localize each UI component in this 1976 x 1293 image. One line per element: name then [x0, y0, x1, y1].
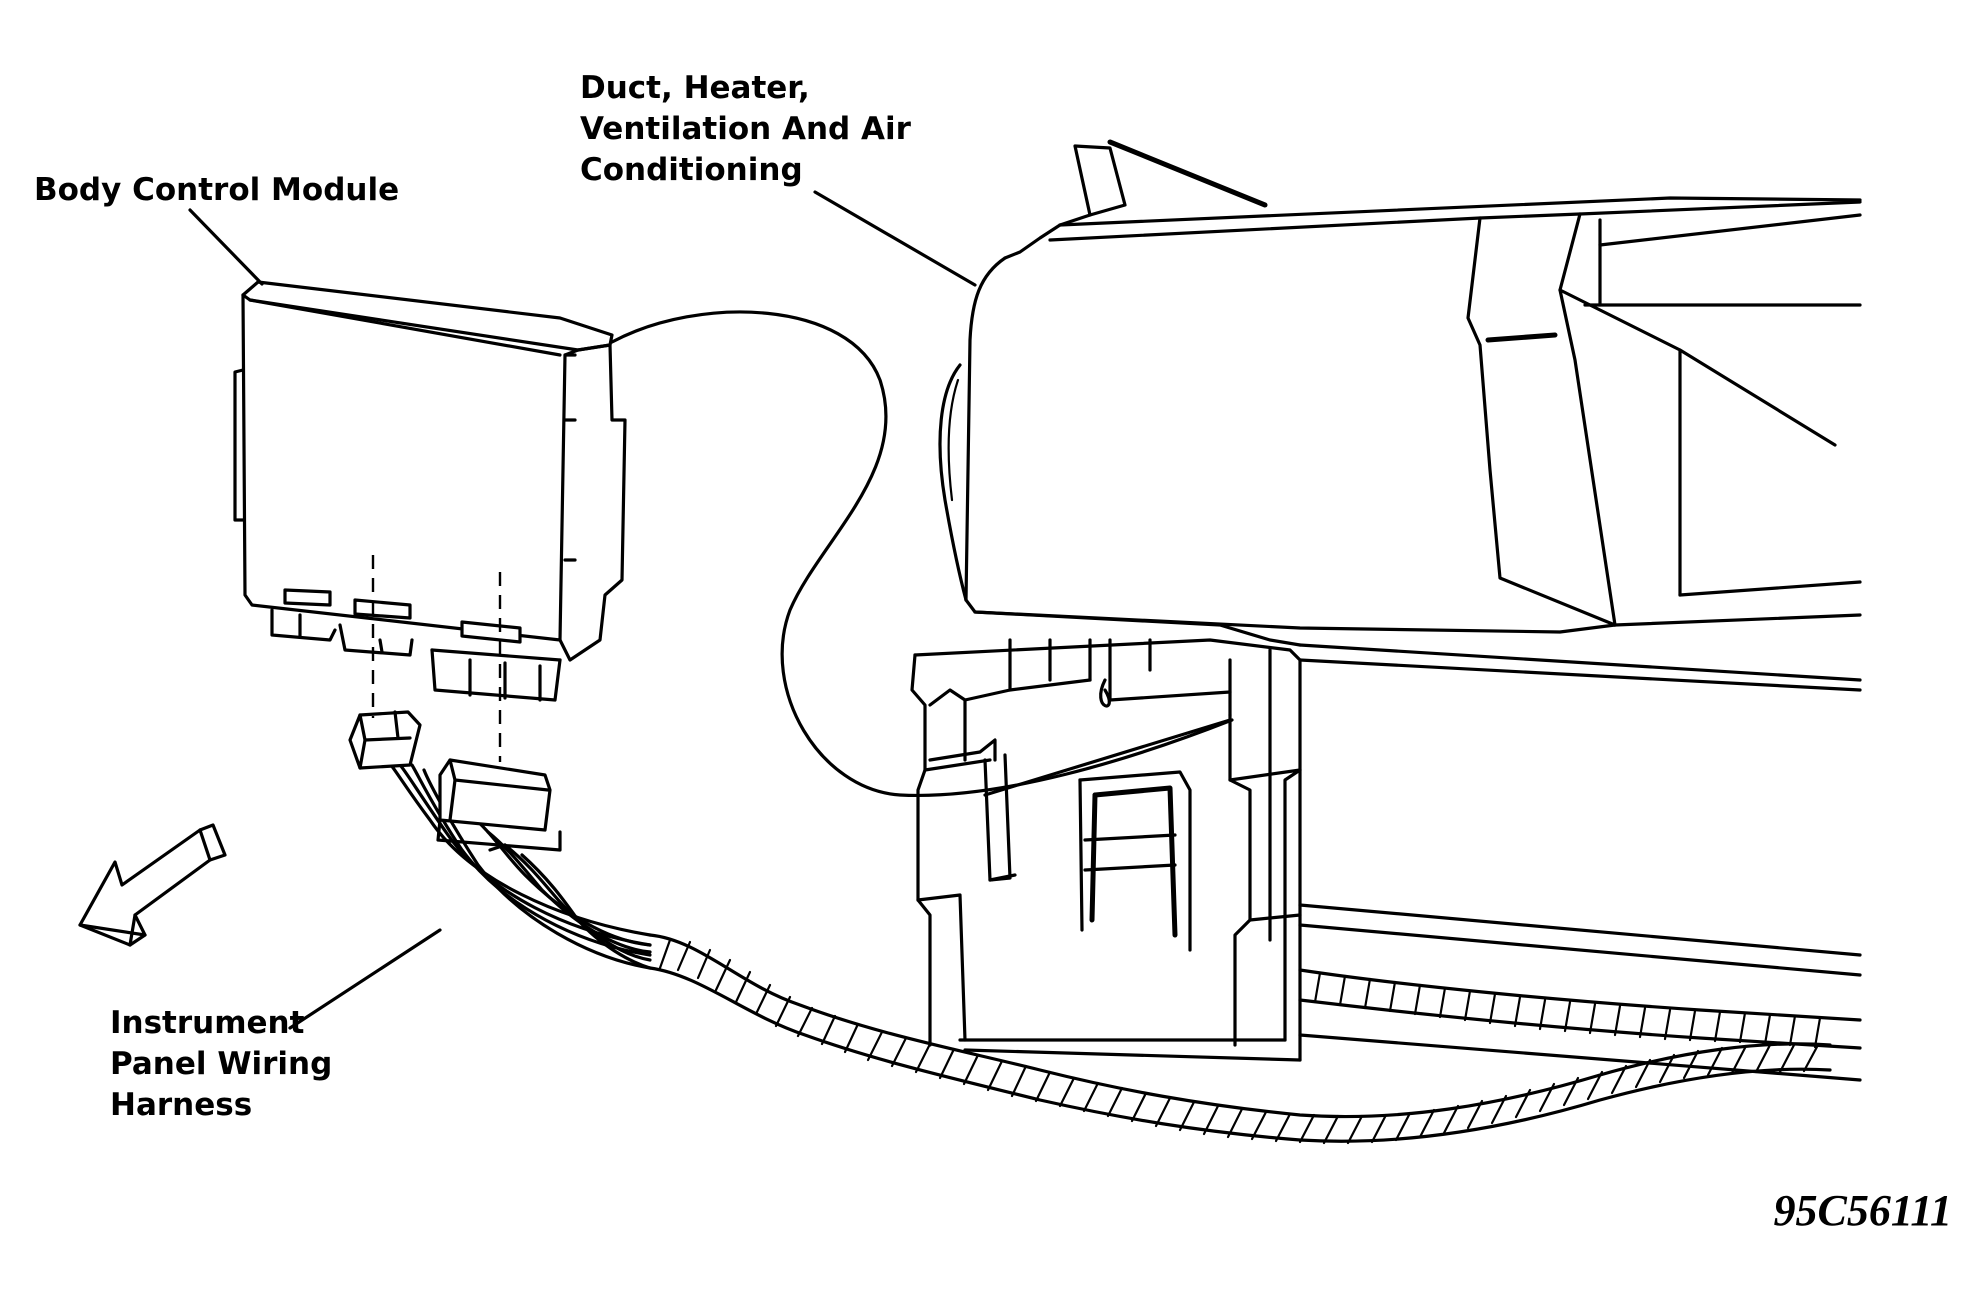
instrument-panel-bracket: [910, 638, 1862, 1082]
duct-label-line-2: Ventilation And Air: [580, 111, 911, 147]
wiring-harness-label: Instrument Panel Wiring Harness: [110, 1003, 332, 1126]
duct-heater-label: Duct, Heater, Ventilation And Air Condit…: [580, 68, 911, 191]
figure-id: 95C56111: [1773, 1186, 1953, 1235]
leader-line-bcm: [188, 208, 264, 286]
module-cable: [610, 310, 1234, 798]
harness-label-line-2: Panel Wiring: [110, 1046, 333, 1082]
harness-label-line-1: Instrument: [110, 1005, 305, 1041]
bcm-label-text: Body Control Module: [34, 172, 400, 208]
leader-line-duct: [813, 190, 977, 287]
harness-label-line-3: Harness: [110, 1087, 253, 1123]
forward-arrow-icon: [78, 823, 227, 947]
leader-line-harness: [288, 928, 442, 1030]
instrument-panel-wiring-harness: [348, 710, 1862, 1145]
hvac-duct: [938, 139, 1862, 692]
duct-label-line-3: Conditioning: [580, 152, 803, 188]
body-control-module-label: Body Control Module: [34, 170, 399, 211]
body-control-module: [233, 280, 627, 762]
duct-label-line-1: Duct, Heater,: [580, 70, 810, 106]
